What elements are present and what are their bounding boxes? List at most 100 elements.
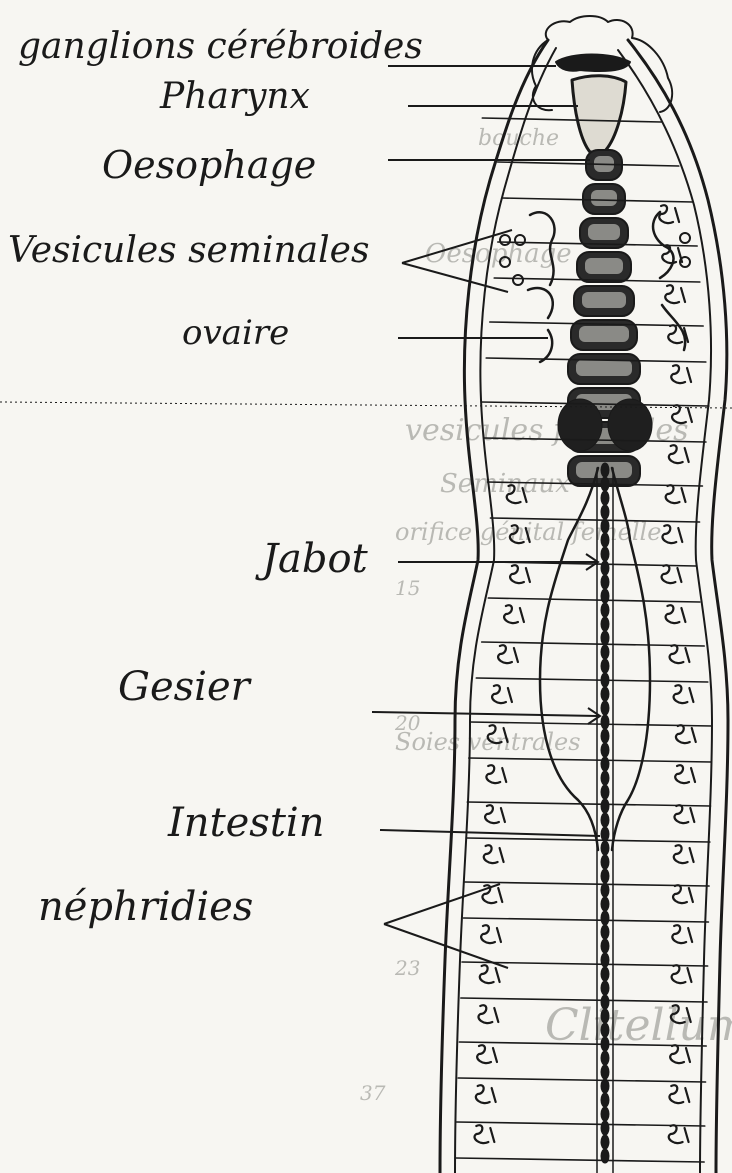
intestine-bead: [601, 1135, 609, 1149]
intestine-bead: [601, 715, 609, 729]
segment-line: [469, 758, 712, 762]
oesophagus-segment-light: [579, 326, 629, 342]
intestine-bead: [601, 547, 609, 561]
oesophagus-segment-light: [591, 190, 617, 206]
intestine-bead: [601, 1121, 609, 1135]
segment-line: [476, 678, 708, 682]
nephridium-right: [659, 205, 679, 223]
intestine-bead: [601, 939, 609, 953]
label-nephridies: néphridies: [38, 884, 253, 930]
intestine-bead: [601, 771, 609, 785]
segment-line: [466, 838, 710, 842]
segment-line: [467, 802, 710, 806]
intestine-bead: [601, 463, 609, 477]
intestine-bead: [601, 477, 609, 491]
intestine-bead: [601, 925, 609, 939]
intestine-bead: [601, 505, 609, 519]
pharynx-shape: [572, 76, 626, 152]
intestine-bead: [601, 575, 609, 589]
intestine-bead: [601, 645, 609, 659]
intestine-bead: [601, 1037, 609, 1051]
nephridium-right: [670, 645, 690, 663]
nephridium-left: [481, 925, 501, 943]
label-layer: ganglions cérébroides Pharynx Oesophage …: [8, 26, 423, 930]
cerebral-ganglion: [556, 55, 630, 72]
nephridium-left: [504, 605, 524, 623]
left-body-wall-outer: [440, 40, 548, 1173]
ghost-soies: Soies ventrales: [395, 728, 581, 756]
intestine-bead: [601, 519, 609, 533]
intestine-bead: [601, 953, 609, 967]
oesophagus-segment-light: [576, 360, 632, 376]
intestine-bead: [601, 841, 609, 855]
intestine-bead: [601, 1079, 609, 1093]
intestine-bead: [601, 687, 609, 701]
nephridium-right: [665, 285, 685, 303]
nephridium-left: [498, 645, 518, 663]
segment-line: [457, 1122, 705, 1126]
nephridium-right: [675, 765, 695, 783]
nephridium-left: [476, 1085, 496, 1103]
vesicle-cell: [680, 233, 690, 243]
ghost-orifice: orifice génital femelle: [395, 518, 661, 546]
intestine-bead: [601, 673, 609, 687]
intestine-bead: [601, 995, 609, 1009]
intestine-bead: [601, 631, 609, 645]
nephridium-right: [674, 845, 694, 863]
intestine-bead: [601, 785, 609, 799]
intestine-bead: [601, 799, 609, 813]
intestine-bead: [601, 701, 609, 715]
nephridium-left: [510, 565, 530, 583]
segment-line: [465, 882, 709, 886]
intestine-bead: [601, 491, 609, 505]
label-ovaire: ovaire: [182, 313, 289, 353]
intestine-bead: [601, 897, 609, 911]
label-jabot: Jabot: [255, 536, 369, 582]
left-body-wall-inner: [455, 48, 556, 1173]
intestine-bead: [601, 1009, 609, 1023]
nephridium-left: [475, 1125, 495, 1143]
nephridium-right: [666, 485, 686, 503]
nephridium-right: [672, 965, 692, 983]
intestine-bead: [601, 757, 609, 771]
ghost-37: 37: [360, 1081, 386, 1105]
segment-line: [463, 918, 708, 922]
nephridium-right: [666, 605, 686, 623]
nephridium-right: [676, 725, 696, 743]
intestine-bead: [601, 1023, 609, 1037]
lateral-organ: [528, 288, 553, 318]
nephridium-right: [674, 685, 694, 703]
label-vesicules: Vesicules seminales: [8, 230, 369, 271]
intestine-bead: [601, 911, 609, 925]
nephridium-right: [669, 1125, 689, 1143]
intestine-bead: [601, 813, 609, 827]
intestine-bead: [601, 533, 609, 547]
intestine-bead: [601, 1051, 609, 1065]
segment-line: [488, 598, 700, 602]
intestine-bead: [601, 869, 609, 883]
oesophagus-segment-light: [582, 292, 626, 308]
intestine-bead: [601, 561, 609, 575]
intestine-bead: [601, 1107, 609, 1121]
nephridium-left: [485, 805, 505, 823]
nephridium-left: [482, 885, 502, 903]
segment-line: [456, 1158, 705, 1162]
nephridium-right: [674, 805, 694, 823]
intestine-bead: [601, 855, 609, 869]
label-oesophage: Oesophage: [102, 143, 316, 187]
oesophagus-segment-light: [588, 224, 620, 240]
intestine-bead: [601, 729, 609, 743]
label-gesier: Gesier: [118, 664, 253, 710]
ghost-23: 23: [394, 956, 420, 980]
intestine-bead: [601, 617, 609, 631]
intestine-bead: [601, 1093, 609, 1107]
intestine-bead: [601, 967, 609, 981]
leader-intestin: [380, 830, 600, 836]
nephridium-right: [662, 565, 682, 583]
lateral-organ: [540, 330, 552, 362]
nephridium-right: [669, 1085, 689, 1103]
nephridium-left: [486, 765, 506, 783]
ghost-seminaux: Seminaux: [440, 469, 570, 499]
intestine-bead: [601, 827, 609, 841]
nephridium-left: [478, 1005, 498, 1023]
